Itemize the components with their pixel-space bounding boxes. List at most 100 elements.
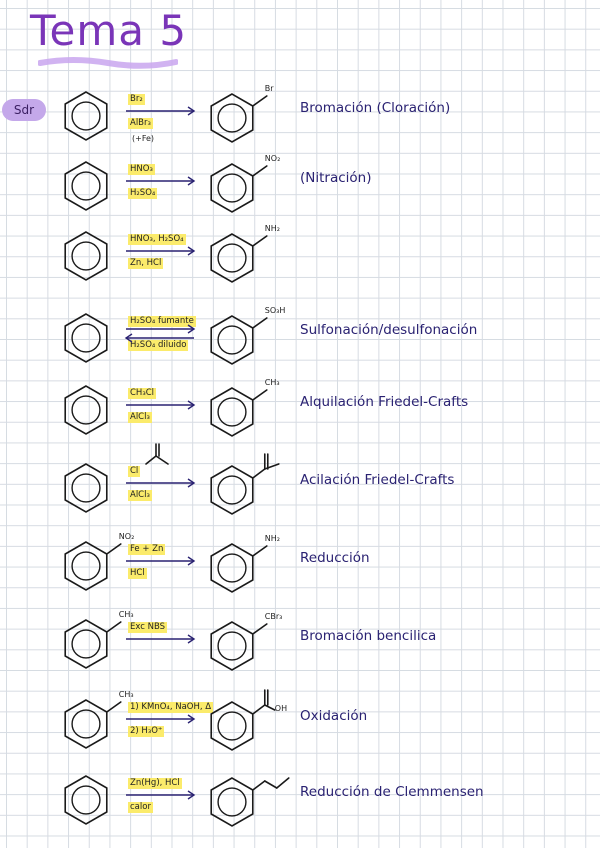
benzene-ring	[210, 233, 254, 283]
reaction-arrow	[126, 106, 196, 116]
product-structure	[210, 93, 268, 143]
benzene-ring	[64, 619, 108, 669]
product-structure	[210, 453, 280, 515]
product-substituent: CH₃	[264, 378, 280, 387]
benzene-ring	[210, 163, 254, 213]
reactant-substituent: NO₂	[118, 532, 135, 541]
reagent-below: H₂SO₄ diluido	[128, 340, 189, 351]
product-substituent: NH₂	[264, 534, 280, 543]
reactant-structure	[64, 699, 122, 749]
reagent-below: Zn, HCl	[128, 258, 164, 269]
product-structure	[210, 163, 268, 213]
reactant-structure	[64, 619, 122, 669]
reagent-above: Zn(Hg), HCl	[128, 778, 182, 789]
substituent-bond	[251, 389, 268, 401]
substituent-bond	[105, 701, 122, 713]
propyl-bond	[263, 780, 278, 789]
reaction-name: Bromación bencilica	[300, 628, 437, 644]
title-highlight	[38, 57, 178, 69]
reactant-structure	[64, 313, 108, 363]
page-title: Tema 5	[30, 6, 188, 55]
reaction-arrow	[126, 556, 196, 566]
reaction-arrow	[126, 478, 196, 488]
reaction-row: CH₃ Exc NBS CBr₃ Bromación bencilica	[0, 604, 600, 680]
benzene-ring	[64, 385, 108, 435]
reaction-name: (Nitración)	[300, 170, 372, 186]
benzene-ring	[64, 463, 108, 513]
reagent-below: 2) H₃O⁺	[128, 726, 165, 737]
reactant-substituent: CH₃	[118, 690, 134, 699]
benzene-ring	[64, 699, 108, 749]
benzene-ring	[210, 543, 254, 593]
benzene-ring	[210, 465, 254, 515]
reaction-arrow	[124, 324, 196, 343]
product-structure	[210, 543, 268, 593]
reaction-row: HNO₃, H₂SO₄ Zn, HCl NH₂	[0, 216, 600, 292]
reaction-name: Reducción	[300, 550, 370, 566]
reagent-above: Cl	[128, 466, 141, 477]
reagent-above: HNO₃	[128, 164, 155, 175]
product-structure	[210, 387, 268, 437]
product-substituent: CBr₃	[264, 612, 283, 621]
reagent-condition: (+Fe)	[132, 134, 155, 143]
reagent-above: HNO₃, H₂SO₄	[128, 234, 186, 245]
reactant-substituent: CH₃	[118, 610, 134, 619]
reagent-below: AlBr₃	[128, 118, 153, 129]
benzene-ring	[64, 91, 108, 141]
section-tag: Sdr	[2, 99, 46, 121]
benzene-ring	[210, 315, 254, 365]
reaction-arrow	[126, 634, 196, 644]
reaction-arrow	[126, 400, 196, 410]
product-substituent: Br	[264, 84, 274, 93]
benzene-ring	[64, 775, 108, 825]
reagent-above: CH₃Cl	[128, 388, 157, 399]
benzene-ring	[210, 701, 254, 751]
reagent-below: HCl	[128, 568, 147, 579]
reactant-structure	[64, 385, 108, 435]
reagent-below: AlCl₃	[128, 412, 152, 423]
reaction-row: NO₂ Fe + Zn HCl NH₂ Reducción	[0, 526, 600, 602]
product-structure	[210, 777, 290, 827]
reagent-above: H₂SO₄ fumante	[128, 316, 196, 327]
reactant-structure	[64, 231, 108, 281]
benzene-ring	[64, 541, 108, 591]
benzene-ring	[210, 93, 254, 143]
reagent-below: H₂SO₄	[128, 188, 158, 199]
reagent-above: Exc NBS	[128, 622, 168, 633]
benzene-ring	[64, 313, 108, 363]
reaction-row: Zn(Hg), HCl calor Reducción de Clemmensen	[0, 760, 600, 836]
benzene-ring	[64, 231, 108, 281]
substituent-bond	[251, 95, 268, 107]
reaction-arrow	[126, 176, 196, 186]
reactant-structure	[64, 775, 108, 825]
benzene-ring	[64, 161, 108, 211]
product-substituent: OH	[274, 704, 288, 713]
product-substituent: SO₃H	[264, 306, 286, 315]
product-substituent: NH₂	[264, 224, 280, 233]
reaction-arrow	[126, 790, 196, 800]
reaction-name: Reducción de Clemmensen	[300, 784, 484, 800]
reagent-below: calor	[128, 802, 153, 813]
reaction-arrow	[126, 714, 196, 724]
acyl-chloride-structure	[145, 443, 169, 465]
reaction-name: Acilación Friedel-Crafts	[300, 472, 455, 488]
substituent-bond	[105, 621, 122, 633]
reaction-name: Bromación (Cloración)	[300, 100, 451, 116]
product-structure	[210, 621, 268, 671]
substituent-bond	[105, 543, 122, 555]
reagent-below: AlCl₃	[128, 490, 152, 501]
benzene-ring	[210, 387, 254, 437]
product-structure	[210, 689, 276, 751]
substituent-bond	[251, 317, 268, 329]
reagent-above: Fe + Zn	[128, 544, 166, 555]
ethyl-bond	[263, 463, 280, 470]
substituent-bond	[251, 165, 268, 177]
product-structure	[210, 233, 268, 283]
product-structure	[210, 315, 268, 365]
substituent-bond	[251, 623, 268, 635]
